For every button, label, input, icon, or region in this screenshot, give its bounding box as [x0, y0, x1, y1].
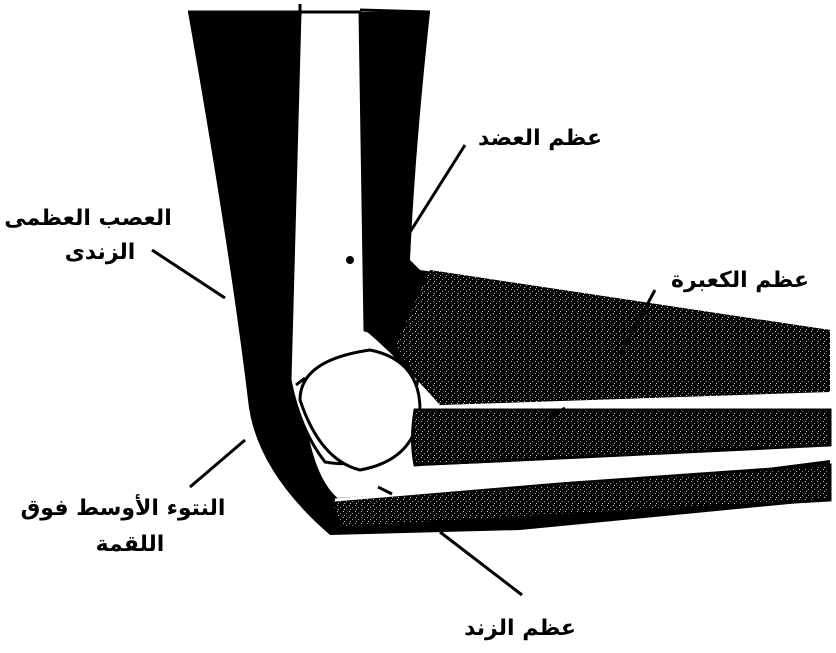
pointer-line-ulnar-nerve: [152, 250, 225, 298]
pointer-line-ulna-inner: [378, 487, 392, 494]
pointer-dot-humerus: [346, 256, 354, 264]
label-ulna: عظم الزند: [445, 614, 595, 644]
pointer-line-ulna: [440, 532, 522, 595]
pointer-line-epicondyle: [190, 440, 245, 487]
radius-shaft: [413, 410, 831, 465]
label-ulnar-nerve-line1: العصب العظمى: [0, 204, 176, 234]
label-ulnar-nerve-line2: الزندى: [40, 238, 160, 268]
label-epicondyle-line1: النتوء الأوسط فوق: [8, 494, 238, 524]
label-humerus: عظم العضد: [470, 124, 610, 154]
label-radius: عظم الكعبرة: [655, 266, 825, 296]
label-epicondyle-line2: اللقمة: [70, 530, 190, 560]
